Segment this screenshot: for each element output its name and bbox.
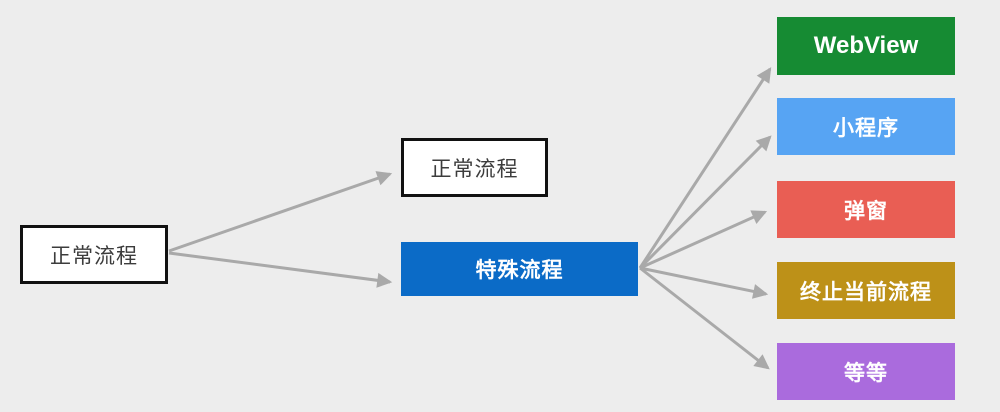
- node-special-flow: 特殊流程: [401, 242, 638, 296]
- node-webview: WebView: [777, 17, 955, 75]
- node-normal-flow: 正常流程: [401, 138, 548, 197]
- node-etc: 等等: [777, 343, 955, 400]
- node-normal-flow-root: 正常流程: [20, 225, 168, 284]
- node-terminate-current-flow: 终止当前流程: [777, 262, 955, 319]
- arrow-special-to-terminate: [639, 266, 769, 299]
- arrow-root-to-special: [168, 251, 393, 288]
- node-popup: 弹窗: [777, 181, 955, 238]
- arrow-special-to-miniprogram: [638, 135, 772, 270]
- arrow-special-to-etc: [639, 266, 770, 370]
- arrow-special-to-webview: [638, 67, 772, 269]
- arrow-special-to-popup: [639, 210, 768, 270]
- node-miniprogram: 小程序: [777, 98, 955, 155]
- arrow-root-to-normal: [168, 171, 393, 253]
